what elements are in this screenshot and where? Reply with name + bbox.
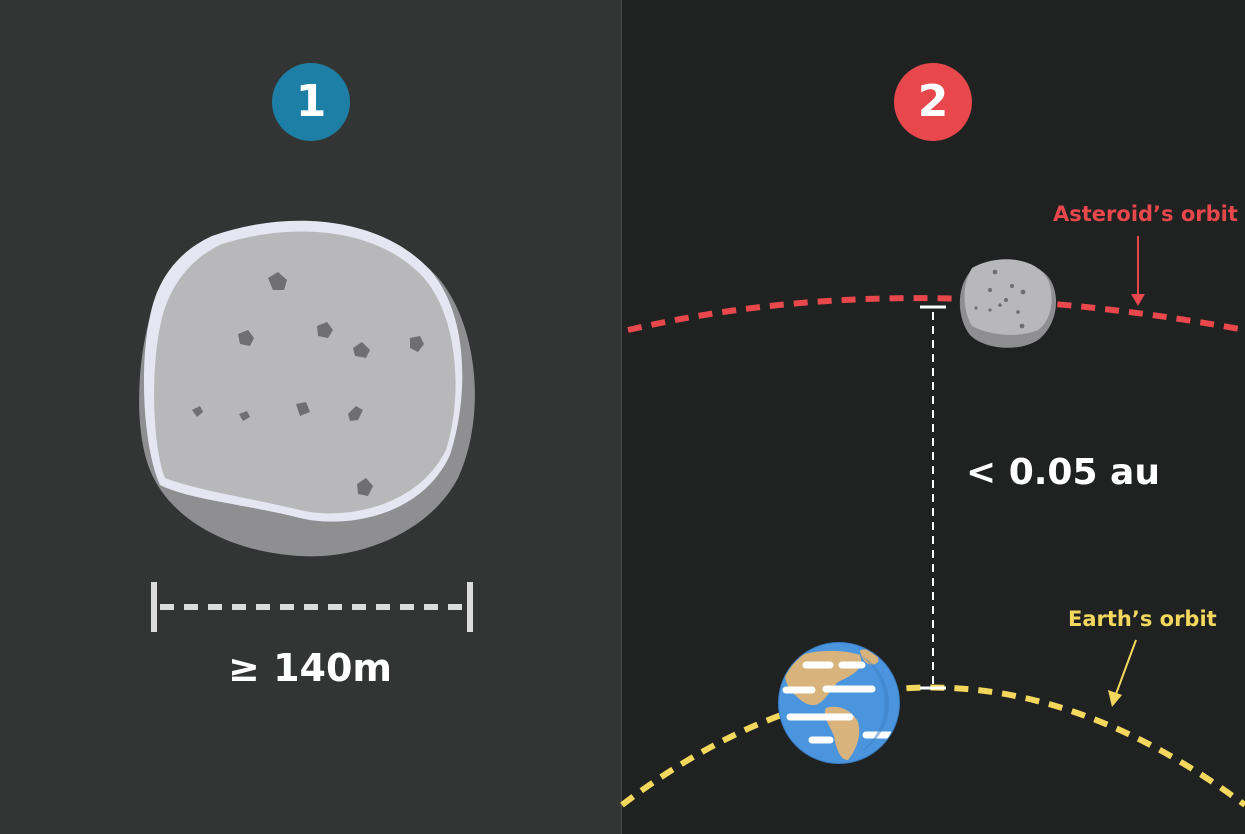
step-badge-2: 2 — [894, 63, 972, 141]
size-label: ≥ 140m — [228, 646, 392, 690]
earth-icon — [778, 642, 900, 764]
earth-orbit-label: Earth’s orbit — [1068, 607, 1217, 631]
distance-label: < 0.05 au — [966, 452, 1160, 493]
ruler-icon — [151, 582, 473, 632]
arrow-down-icon — [1131, 236, 1145, 306]
panel-divider — [621, 0, 622, 834]
asteroid-orbit-line — [627, 295, 1245, 333]
distance-indicator — [920, 305, 946, 690]
asteroid-icon — [139, 220, 475, 557]
asteroid-orbit-label: Asteroid’s orbit — [1053, 202, 1238, 226]
asteroid-icon — [959, 259, 1057, 348]
arrow-down-icon — [1108, 639, 1137, 707]
step-badge-1: 1 — [272, 63, 350, 141]
earth-orbit-line — [620, 684, 1245, 808]
